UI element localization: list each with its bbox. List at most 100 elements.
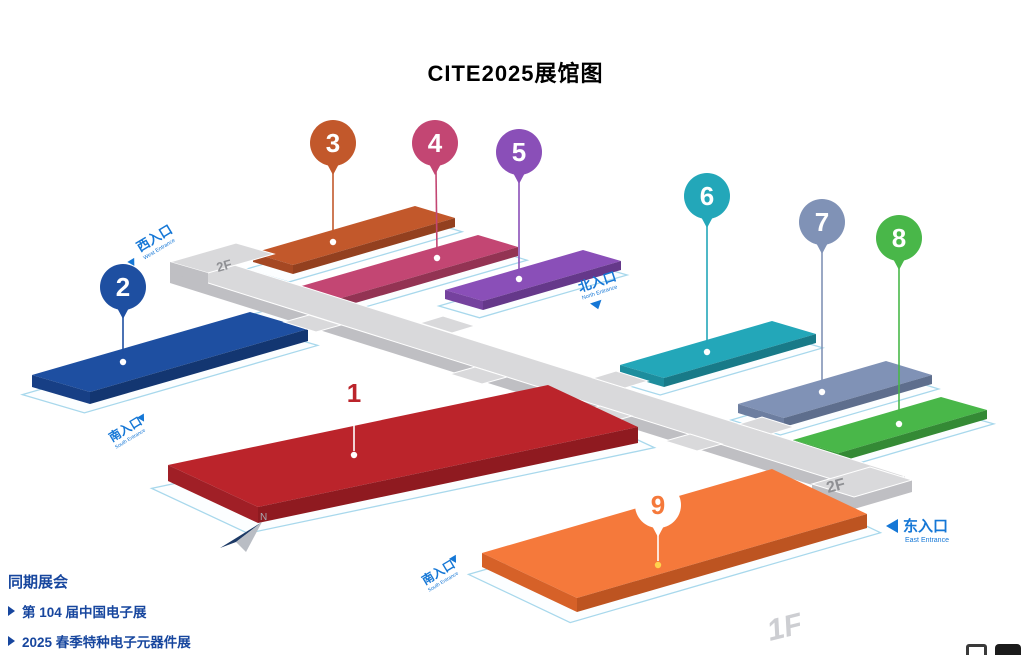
- hall-2-roof: [32, 312, 308, 392]
- compass: N: [220, 512, 267, 552]
- pin-4-dot: [433, 254, 441, 262]
- pin-7-number: 7: [815, 207, 829, 237]
- west-entrance-arrow-icon: [127, 257, 135, 266]
- triangle-bullet-icon: [8, 636, 15, 646]
- pin-5-balloon: [496, 129, 542, 175]
- pin-7: 7: [799, 199, 845, 396]
- corridor-endcap-side2: [854, 480, 912, 509]
- hall-8-roof: [793, 397, 987, 453]
- pin-9: 9: [635, 482, 681, 569]
- hall-6-side-right: [664, 334, 816, 387]
- triangle-bullet-icon: [8, 606, 15, 616]
- pin-4-number: 4: [428, 128, 443, 158]
- pin-8-number: 8: [892, 223, 906, 253]
- east-entrance-label: 东入口 East Entrance: [886, 517, 949, 544]
- hall-9-side-right: [577, 514, 867, 612]
- cropped-square-icon[interactable]: [966, 644, 987, 655]
- hall-9-side-left: [482, 553, 577, 612]
- pin-1-balloon: [331, 370, 377, 416]
- pin-2-dot: [119, 358, 127, 366]
- pin-7-dot: [818, 388, 826, 396]
- south-entrance-label: 南入口 South Entrance: [106, 413, 147, 450]
- hall-5-side-right: [483, 261, 621, 310]
- hall-7-side-right: [784, 375, 932, 427]
- hall-5: [445, 250, 621, 310]
- corridor-step: [282, 314, 343, 333]
- hall-5-side-left: [445, 290, 483, 310]
- page-title: CITE2025展馆图: [427, 61, 604, 86]
- pin-2-number: 2: [116, 272, 130, 302]
- cropped-dark-icon[interactable]: [995, 644, 1021, 655]
- corridor-step: [737, 416, 796, 435]
- pin-5-dot: [515, 275, 523, 283]
- south-entrance-arrow-icon: [137, 413, 145, 422]
- pin-1-dot: [350, 451, 358, 459]
- floating-toolbar-cropped: [966, 644, 1021, 655]
- legend-item-2: 2025 春季特种电子元器件展: [8, 631, 191, 651]
- pin-1: 1: [331, 370, 377, 459]
- hall-1-roof: [168, 385, 638, 507]
- pin-3: 3: [310, 120, 356, 246]
- pin-8-dot: [895, 420, 903, 428]
- floor-2f-label-right: 2F: [825, 476, 848, 497]
- pin-3-balloon: [310, 120, 356, 166]
- pin-9-number: 9: [651, 490, 665, 520]
- pin-8-balloon: [876, 215, 922, 261]
- pin-9-balloon: [635, 482, 681, 528]
- hall-2-side-right: [90, 329, 308, 404]
- concurrent-shows-legend: 同期展会 第 104 届中国电子展 2025 春季特种电子元器件展: [8, 571, 191, 655]
- pin-4-stem: [435, 170, 438, 255]
- hall-1-side-left: [168, 465, 258, 523]
- pin-7-balloon: [799, 199, 845, 245]
- pin-3-number: 3: [326, 128, 340, 158]
- pin-6-dot: [703, 348, 711, 356]
- pin-3-dot: [329, 238, 337, 246]
- hall-3-roof: [253, 206, 455, 265]
- hall-2: [32, 312, 308, 404]
- legend-item-2-label: 2025 春季特种电子元器件展: [22, 635, 191, 650]
- corridor-start-side: [170, 262, 208, 284]
- corridor-step: [418, 315, 477, 334]
- hall-1: [168, 385, 638, 523]
- legend-item-1-label: 第 104 届中国电子展: [22, 605, 147, 620]
- hall-6-roof: [620, 321, 816, 378]
- pin-6-number: 6: [700, 181, 714, 211]
- hall-8-side-right: [839, 410, 987, 462]
- legend-item-1: 第 104 届中国电子展: [8, 601, 191, 621]
- pin-6-balloon: [684, 173, 730, 219]
- hall-3-side-right: [293, 218, 455, 274]
- pin-2: 2: [100, 264, 146, 366]
- hall-2-side-left: [32, 375, 90, 404]
- east-entrance-arrow-icon: [886, 519, 898, 533]
- east-entrance-subtext: East Entrance: [905, 537, 949, 544]
- compass-needle-dark: [220, 522, 262, 548]
- corridor-endcap-side: [812, 484, 854, 509]
- hall-7-roof: [738, 361, 932, 418]
- hall-3: [253, 206, 455, 274]
- hall-9-roof: [482, 469, 867, 598]
- compass-needle-light: [236, 522, 262, 552]
- floor-2f-label-left: 2F: [215, 256, 234, 275]
- pin-6: 6: [684, 173, 730, 356]
- hall-4-side-right: [300, 247, 518, 319]
- corridor-end-cap: [810, 466, 914, 498]
- hall-6-side-left: [620, 365, 664, 387]
- corridor-step: [663, 433, 724, 452]
- pin-5: 5: [496, 129, 542, 283]
- pin-4-balloon: [412, 120, 458, 166]
- hall-9: [482, 469, 867, 612]
- pin-5-number: 5: [512, 137, 526, 167]
- pin-9-dot: [654, 561, 662, 569]
- corridor-2f: 2F 2F: [168, 242, 914, 509]
- hall-5-roof: [445, 250, 621, 301]
- hall-6: [620, 321, 816, 387]
- south-entrance-2-arrow-icon: [448, 554, 457, 563]
- corridor-step: [591, 370, 650, 389]
- east-entrance-text: 东入口: [903, 517, 948, 535]
- legend-heading: 同期展会: [8, 574, 69, 591]
- compass-north-label: N: [260, 512, 267, 523]
- hall-1-side-right: [258, 427, 638, 523]
- hall-4-roof: [260, 235, 518, 310]
